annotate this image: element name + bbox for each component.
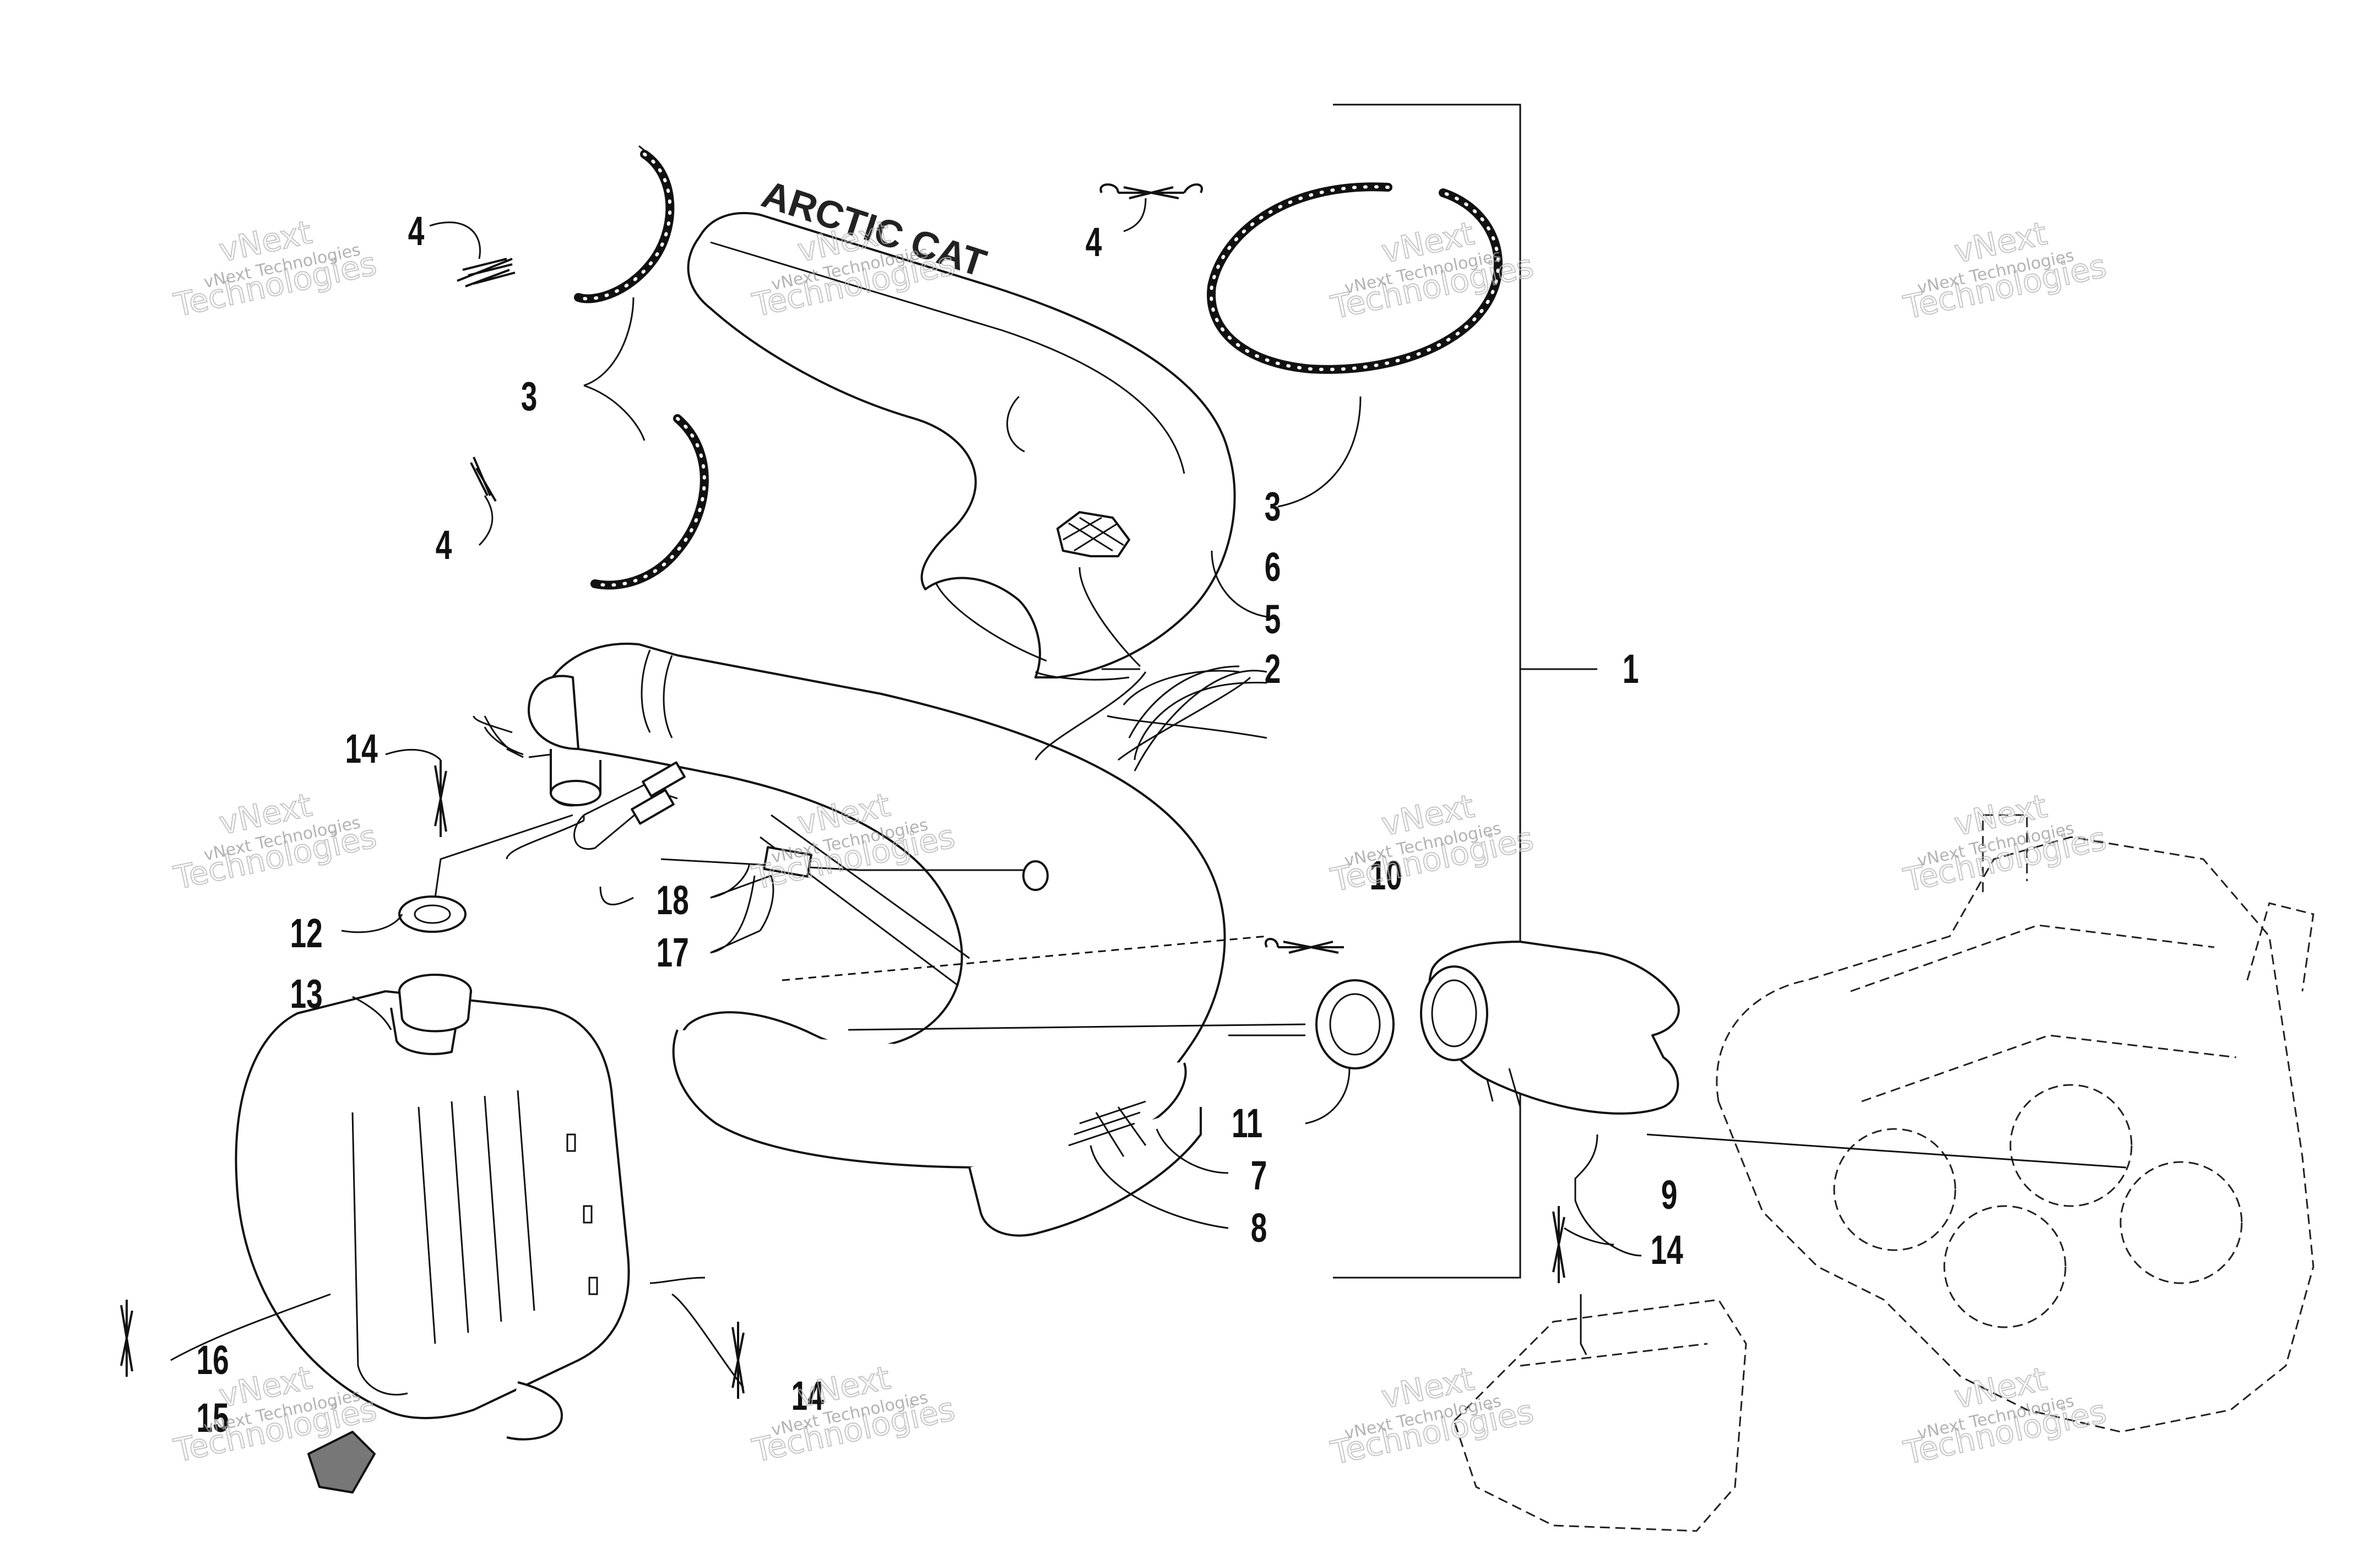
callout-4-top-left: 4 (408, 208, 425, 254)
expansion-chamber (528, 642, 1226, 1158)
band-clamps (574, 145, 1503, 590)
lower-shield (672, 1029, 1202, 1237)
exhaust-flange (1315, 941, 1680, 1115)
watermark-11: vNext Technologies vNext Technologies (1327, 1359, 1537, 1472)
sensor-harness (573, 761, 1049, 891)
callout-1: 1 (1623, 646, 1639, 692)
callout-3-left: 3 (521, 373, 538, 419)
watermark-7: vNext Technologies vNext Technologies (1327, 786, 1537, 899)
callout-14-lower: 14 (791, 1373, 824, 1419)
muffler-grommet (398, 895, 472, 1033)
engine-block (1716, 814, 2314, 1433)
callout-14-right: 14 (1651, 1227, 1683, 1273)
chassis-rail (1453, 1299, 1747, 1532)
callout-5: 5 (1265, 596, 1281, 642)
watermark-4: vNext Technologies vNext Technologies (1900, 214, 2110, 327)
watermark-5: vNext Technologies vNext Technologies (170, 785, 381, 897)
leader-lines (170, 198, 2127, 1388)
clip (307, 1431, 376, 1494)
callout-4-left: 4 (436, 522, 452, 568)
callout-7: 7 (1251, 1153, 1267, 1198)
callout-3-right: 3 (1265, 484, 1281, 529)
heat-patch (1056, 511, 1130, 557)
watermark-10: vNext Technologies vNext Technologies (749, 1358, 959, 1470)
watermark-3: vNext Technologies vNext Technologies (1327, 214, 1537, 327)
callout-6: 6 (1265, 544, 1281, 590)
callout-2: 2 (1265, 646, 1281, 692)
callout-16: 16 (197, 1337, 229, 1383)
watermark-8: vNext Technologies vNext Technologies (1900, 786, 2110, 899)
callout-10: 10 (1370, 852, 1402, 898)
springs (120, 183, 1565, 1399)
callout-labels: 1 2 3 3 4 4 4 5 6 7 8 9 10 11 12 13 14 1… (197, 208, 1683, 1441)
watermark-1: vNext Technologies vNext Technologies (170, 213, 381, 324)
callout-17: 17 (657, 930, 689, 975)
callout-14-upper: 14 (345, 726, 378, 772)
silencer-cover: ARCTIC CAT (687, 172, 1236, 678)
callout-4-top: 4 (1086, 219, 1102, 265)
callout-11: 11 (1232, 1100, 1262, 1146)
callout-18: 18 (657, 877, 689, 923)
callout-8: 8 (1251, 1205, 1267, 1251)
assembly-bracket (1333, 104, 1597, 1279)
callout-15: 15 (197, 1395, 229, 1441)
callout-13: 13 (290, 971, 323, 1017)
watermark-12: vNext Technologies vNext Technologies (1900, 1359, 2110, 1472)
callout-9: 9 (1661, 1172, 1678, 1218)
callout-12: 12 (290, 910, 323, 956)
